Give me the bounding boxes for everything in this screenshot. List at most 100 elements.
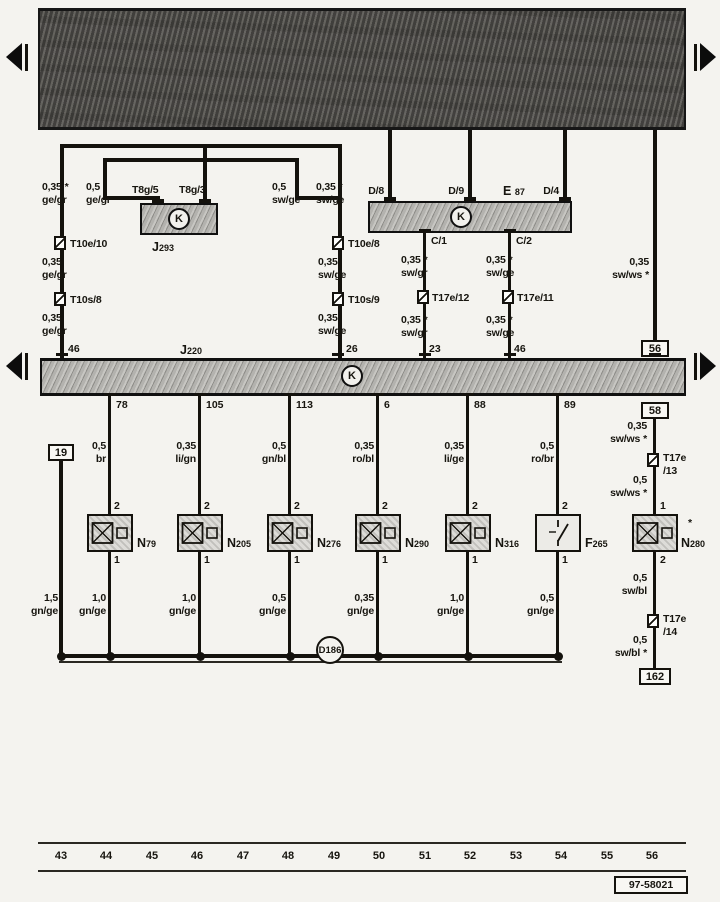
bar-entry-tick bbox=[419, 229, 431, 233]
bus-junction-tick bbox=[332, 353, 344, 356]
bus-pin-number: 23 bbox=[429, 343, 441, 355]
k-terminal-icon: K bbox=[450, 206, 472, 228]
wire-vertical bbox=[466, 396, 469, 514]
inline-connector-icon bbox=[502, 290, 514, 304]
wire-vertical bbox=[288, 552, 291, 658]
track-number: 43 bbox=[54, 850, 68, 862]
inline-connector-icon bbox=[54, 292, 66, 306]
connector-label: T8g/5 bbox=[132, 184, 159, 196]
wire-label: 0,35*sw/ge bbox=[486, 254, 515, 279]
bus-junction-tick bbox=[552, 393, 564, 396]
component-box-n290 bbox=[355, 514, 401, 552]
wire-label: 0,35*sw/gr bbox=[401, 254, 428, 279]
wire-vertical bbox=[60, 250, 64, 292]
wire-vertical bbox=[59, 461, 63, 658]
component-label: N205 bbox=[227, 536, 252, 550]
pin-number: 1 bbox=[114, 554, 120, 566]
bus-junction-tick bbox=[372, 393, 384, 396]
wire-vertical bbox=[60, 144, 64, 236]
inline-connector-icon bbox=[417, 290, 429, 304]
pin-number: 2 bbox=[472, 500, 478, 512]
component-box-n205 bbox=[177, 514, 223, 552]
pin-number: 2 bbox=[204, 500, 210, 512]
wire-vertical bbox=[198, 396, 201, 514]
track-number: 44 bbox=[99, 850, 113, 862]
pin-number: 1 bbox=[472, 554, 478, 566]
wire-vertical bbox=[198, 552, 201, 658]
wire-vertical bbox=[556, 552, 559, 658]
connector-label: T17e/12 bbox=[432, 292, 470, 304]
solenoid-valve-icon bbox=[91, 522, 128, 544]
bar-entry-tick bbox=[559, 197, 571, 201]
wire-vertical bbox=[388, 130, 392, 201]
bus-junction-tick bbox=[462, 393, 474, 396]
pin-label: D/9 bbox=[448, 185, 464, 197]
wire-vertical bbox=[338, 306, 342, 358]
wire-vertical bbox=[653, 552, 656, 614]
track-number: 55 bbox=[600, 850, 614, 862]
bus-pin-number: 6 bbox=[384, 399, 390, 411]
track-number: 46 bbox=[190, 850, 204, 862]
wire-vertical bbox=[376, 552, 379, 658]
bus-junction-tick bbox=[284, 393, 296, 396]
wire-vertical bbox=[338, 144, 342, 236]
component-label-j220: J220 bbox=[180, 343, 202, 357]
wire-vertical bbox=[653, 419, 656, 453]
pin-number: 1 bbox=[382, 554, 388, 566]
continuation-arrow-right-icon bbox=[700, 43, 716, 71]
wire-horizontal bbox=[60, 144, 342, 148]
bus-junction-tick bbox=[419, 353, 431, 356]
track-number: 51 bbox=[418, 850, 432, 862]
component-label-e87: E 87 bbox=[503, 184, 525, 198]
pin-number: 1 bbox=[204, 554, 210, 566]
pin-number: 1 bbox=[294, 554, 300, 566]
solenoid-valve-icon bbox=[449, 522, 486, 544]
pin-number: 1 bbox=[660, 500, 666, 512]
bus-junction-tick bbox=[104, 393, 116, 396]
track-ref-box: 56 bbox=[641, 340, 669, 357]
wire-vertical bbox=[60, 306, 64, 358]
component-box-n79 bbox=[87, 514, 133, 552]
bus-pin-number: 46 bbox=[514, 343, 526, 355]
wire-label: 0,35*sw/gr bbox=[401, 314, 428, 339]
bus-pin-number: 78 bbox=[116, 399, 128, 411]
inline-connector-icon bbox=[647, 453, 659, 467]
wire-vertical bbox=[653, 130, 657, 340]
continuation-arrow-right-icon bbox=[700, 352, 716, 380]
wire-label: 0,35*ge/gr bbox=[42, 181, 69, 206]
bus-pin-number: 105 bbox=[206, 399, 224, 411]
pin-number: 2 bbox=[114, 500, 120, 512]
bar-entry-tick bbox=[152, 199, 164, 203]
component-box-n280 bbox=[632, 514, 678, 552]
bar-entry-tick bbox=[199, 199, 211, 203]
bus-pin-number: 26 bbox=[346, 343, 358, 355]
component-label: F265 bbox=[585, 536, 608, 550]
component-box-n316 bbox=[445, 514, 491, 552]
wire-vertical bbox=[108, 396, 111, 514]
wire-vertical bbox=[103, 158, 107, 200]
solenoid-valve-icon bbox=[181, 522, 218, 544]
component-box-f265 bbox=[535, 514, 581, 552]
bus-pin-number: 113 bbox=[296, 399, 313, 411]
scan-header-band bbox=[38, 8, 686, 130]
pin-number: 2 bbox=[382, 500, 388, 512]
component-label: N290 bbox=[405, 536, 430, 550]
ground-rail-thin bbox=[59, 661, 562, 663]
wire-vertical bbox=[203, 144, 207, 203]
k-terminal-icon: K bbox=[341, 365, 363, 387]
k-terminal-icon: K bbox=[168, 208, 190, 230]
rule-line bbox=[38, 870, 686, 872]
connector-label: T17e/11 bbox=[517, 292, 554, 304]
wire-vertical bbox=[295, 158, 299, 200]
